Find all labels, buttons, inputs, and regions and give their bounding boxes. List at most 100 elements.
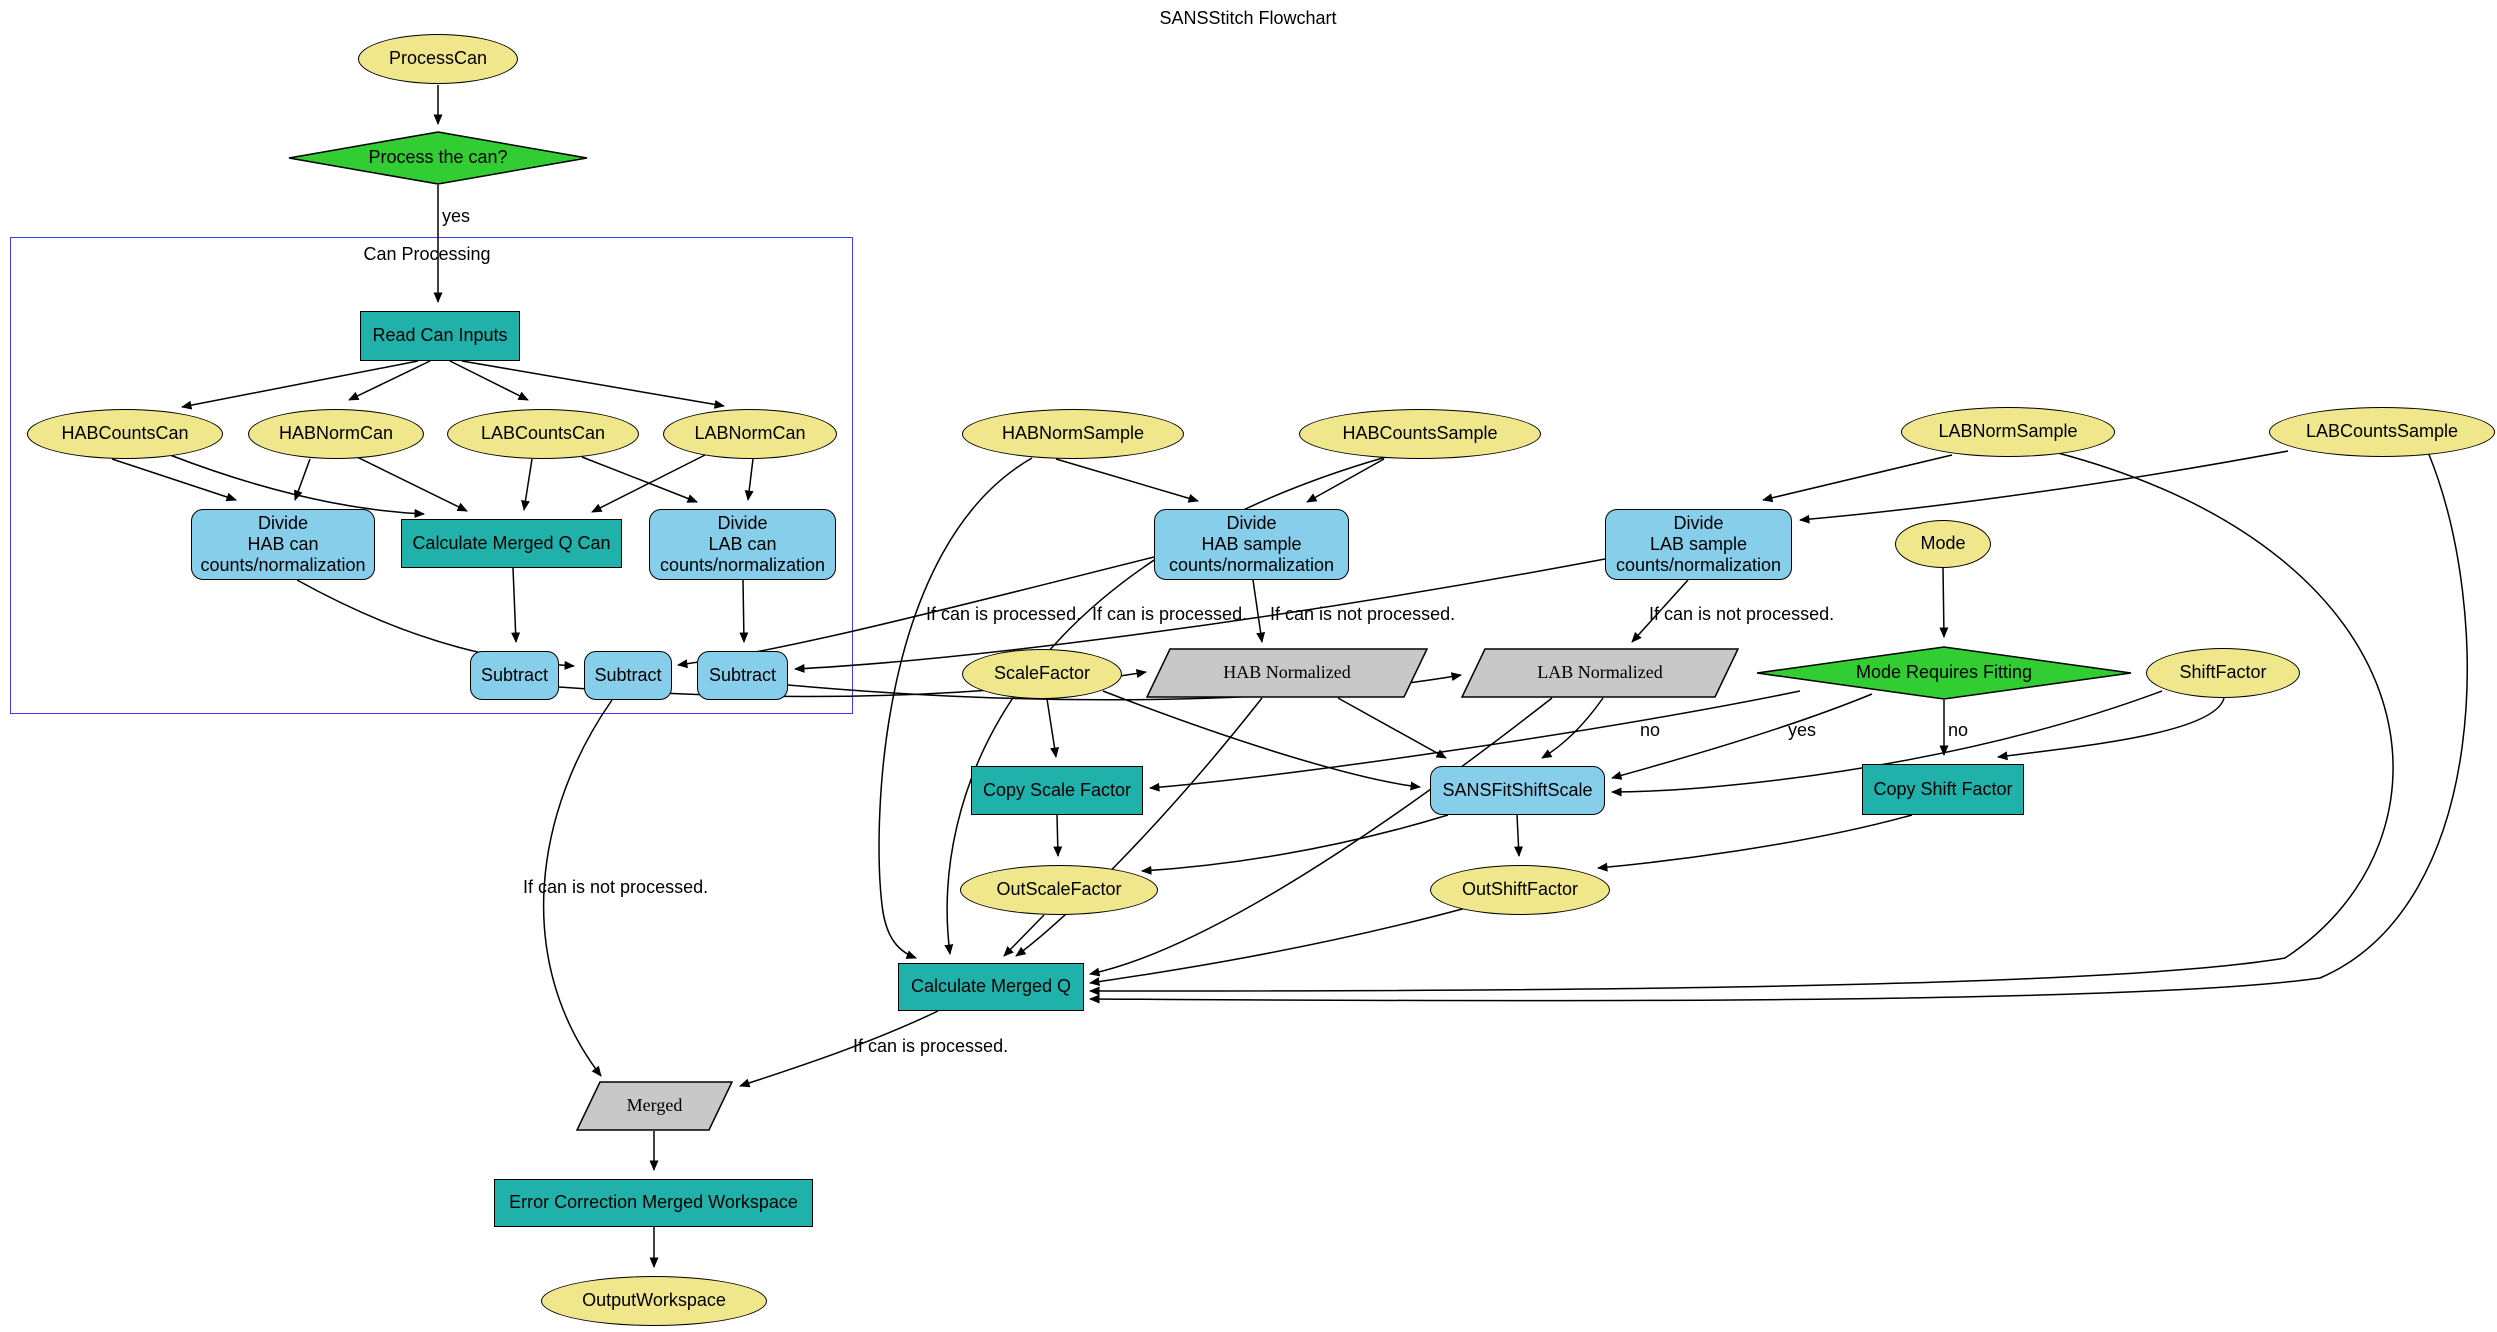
node-copy-scale-factor: Copy Scale Factor <box>971 766 1143 815</box>
node-merged: Merged <box>576 1081 733 1131</box>
edge-label-if-processed-3: If can is processed. <box>853 1036 1009 1056</box>
node-label: Read Can Inputs <box>372 325 508 346</box>
node-label: SANSFitShiftScale <box>1442 779 1593 800</box>
edge-lab-counts-can--divide-lab-can <box>581 456 698 503</box>
edge-lab-norm-sample--calculate-merged-q <box>1089 452 2394 996</box>
edge-lab-norm-sample--divide-lab-sample <box>1762 454 1953 503</box>
node-lab-norm-can: LABNormCan <box>663 409 837 459</box>
edge-label-yes-process: yes <box>442 206 471 226</box>
node-label: LABCountsSample <box>2305 421 2459 442</box>
node-sans-fit-shift-scale: SANSFitShiftScale <box>1430 766 1605 815</box>
node-label: LABNormSample <box>1938 421 2078 442</box>
edge-lab-counts-sample--calculate-merged-q <box>1089 451 2468 1004</box>
node-subtract-3: Subtract <box>697 651 788 700</box>
node-label: HABNormCan <box>278 423 394 444</box>
node-label: ScaleFactor <box>993 663 1091 684</box>
cluster-can-processing <box>10 237 853 714</box>
node-label: Merged <box>626 1095 683 1116</box>
node-lab-counts-can: LABCountsCan <box>447 409 639 459</box>
node-hab-counts-can: HABCountsCan <box>27 409 223 459</box>
node-label: HAB Normalized <box>1223 662 1351 683</box>
edge-hab-counts-can--divide-hab-can <box>111 458 237 502</box>
node-divide-hab-can: Divide HAB can counts/normalization <box>191 509 375 580</box>
edge-copy-shift-factor--out-shift-factor <box>1597 814 1913 872</box>
node-label: Divide HAB can counts/normalization <box>200 512 366 576</box>
edge-read-can-inputs--lab-counts-can <box>449 360 529 401</box>
node-scale-factor: ScaleFactor <box>962 649 1122 699</box>
node-copy-shift-factor: Copy Shift Factor <box>1862 764 2024 815</box>
node-label: Divide LAB can counts/normalization <box>659 512 826 576</box>
node-label: Calculate Merged Q <box>910 976 1072 997</box>
node-label: LAB Normalized <box>1537 662 1663 683</box>
node-process-can: ProcessCan <box>358 34 518 84</box>
edge-hab-norm-sample--divide-hab-sample <box>1055 458 1199 503</box>
edge-mode-requires-fitting--copy-scale-factor <box>1149 690 1801 792</box>
node-divide-lab-can: Divide LAB can counts/normalization <box>649 509 836 580</box>
edge-shift-factor--sans-fit-shift-scale <box>1611 690 2163 797</box>
node-subtract-1: Subtract <box>470 651 559 700</box>
node-lab-norm-sample: LABNormSample <box>1901 407 2115 457</box>
edge-out-scale-factor--calculate-merged-q <box>1003 914 1045 957</box>
cluster-can-processing-label: Can Processing <box>363 244 491 264</box>
node-label: ShiftFactor <box>2179 662 2267 683</box>
node-hab-norm-sample: HABNormSample <box>962 409 1184 459</box>
edge-mode--mode-requires-fitting <box>1939 567 1949 638</box>
node-error-correction: Error Correction Merged Workspace <box>494 1179 813 1227</box>
para-shape <box>576 1081 733 1131</box>
edge-hab-norm-sample--calculate-merged-q <box>878 457 1033 959</box>
edge-hab-counts-can--calc-merged-q-can <box>169 454 425 519</box>
node-label: OutScaleFactor <box>996 879 1122 900</box>
node-divide-lab-sample: Divide LAB sample counts/normalization <box>1605 509 1792 580</box>
node-label: Copy Shift Factor <box>1873 778 2013 799</box>
edge-calc-merged-q-can--subtract-1 <box>511 567 521 643</box>
node-mode-requires-fitting: Mode Requires Fitting <box>1756 646 2132 700</box>
node-label: Subtract <box>708 664 777 685</box>
node-lab-normalized: LAB Normalized <box>1461 648 1739 698</box>
node-label: Copy Scale Factor <box>982 779 1132 800</box>
node-out-scale-factor: OutScaleFactor <box>960 865 1158 915</box>
node-label: Mode <box>1920 533 1966 554</box>
edge-label-if-processed-1: If can is processed. <box>926 604 1082 624</box>
node-label: ProcessCan <box>388 48 488 69</box>
edge-shift-factor--copy-shift-factor <box>1997 697 2225 761</box>
edge-scale-factor--copy-scale-factor <box>1046 698 1059 758</box>
node-calculate-merged-q: Calculate Merged Q <box>898 963 1084 1011</box>
edge-divide-hab-sample--hab-normalized <box>1252 579 1266 643</box>
edge-read-can-inputs--lab-norm-can <box>461 360 725 409</box>
node-subtract-2: Subtract <box>584 651 672 700</box>
node-hab-normalized: HAB Normalized <box>1146 648 1428 698</box>
node-read-can-inputs: Read Can Inputs <box>360 311 520 361</box>
node-label: Subtract <box>480 664 549 685</box>
node-shift-factor: ShiftFactor <box>2146 648 2300 698</box>
node-label: HABNormSample <box>1001 423 1145 444</box>
node-label: Error Correction Merged Workspace <box>509 1192 798 1213</box>
edge-lab-normalized--calculate-merged-q <box>1089 697 1553 977</box>
node-label: Subtract <box>594 664 662 685</box>
node-label: Calculate Merged Q Can <box>412 532 611 553</box>
edge-hab-counts-sample--divide-hab-sample <box>1306 458 1385 503</box>
edge-sans-fit-shift-scale--out-shift-factor <box>1514 814 1524 857</box>
edge-label-if-processed-2: If can is processed. <box>1092 604 1248 624</box>
edge-divide-lab-sample--lab-normalized <box>1631 579 1689 643</box>
node-out-shift-factor: OutShiftFactor <box>1430 865 1610 915</box>
node-label: OutShiftFactor <box>1461 879 1579 900</box>
node-process-the-can: Process the can? <box>288 131 588 185</box>
node-label: Process the can? <box>368 147 508 168</box>
edge-hab-norm-can--divide-hab-can <box>294 458 311 501</box>
edge-label-if-not-processed-1: If can is not processed. <box>1270 604 1456 624</box>
edge-out-shift-factor--calculate-merged-q <box>1089 907 1467 987</box>
edge-calculate-merged-q--merged <box>739 1010 939 1088</box>
edge-label-no-right: no <box>1948 720 1969 740</box>
edge-hab-normalized--sans-fit-shift-scale <box>1337 697 1447 759</box>
edge-read-can-inputs--hab-norm-can <box>348 360 431 401</box>
node-label: HABCountsSample <box>1342 423 1498 444</box>
edge-lab-counts-sample--divide-lab-sample <box>1799 450 2289 524</box>
node-label: OutputWorkspace <box>582 1290 726 1311</box>
node-label: Divide HAB sample counts/normalization <box>1168 512 1335 576</box>
edge-lab-normalized--sans-fit-shift-scale <box>1541 697 1604 759</box>
edge-label-no-left: no <box>1640 720 1661 740</box>
edge-label-if-not-processed-3: If can is not processed. <box>523 877 709 897</box>
node-lab-counts-sample: LABCountsSample <box>2269 407 2495 457</box>
node-mode: Mode <box>1895 520 1991 568</box>
